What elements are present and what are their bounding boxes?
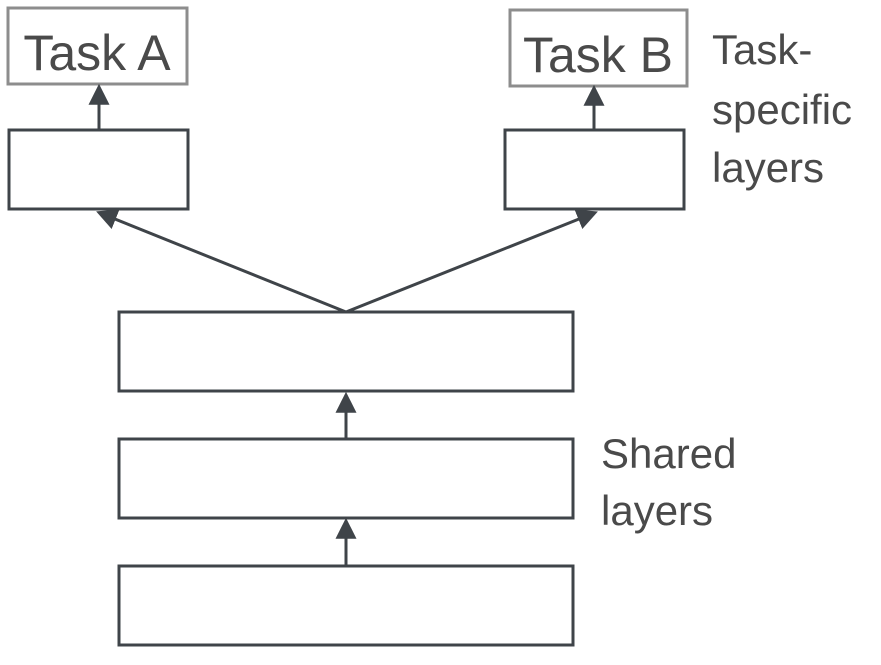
- task-specific-label-line2: specific: [712, 86, 852, 133]
- shared-layer-top-box: [117, 310, 575, 393]
- shared-layer-bottom-box: [117, 564, 575, 647]
- task-specific-label-line3: layers: [712, 144, 824, 191]
- shared-label-line2: layers: [601, 487, 713, 534]
- task-a-label: Task A: [23, 25, 171, 81]
- task-a-specific-layer-box: [7, 128, 190, 211]
- shared-label-line1: Shared: [601, 430, 736, 477]
- arrow-shared-to-task-b-layer: [345, 209, 598, 314]
- shared-layer-middle-box: [117, 437, 575, 520]
- arrow-shared-to-task-a-layer: [96, 209, 347, 314]
- task-a-box: [6, 6, 189, 86]
- task-b-label: Task B: [523, 27, 673, 83]
- task-b-box: [508, 8, 689, 88]
- task-specific-label-line1: Task-: [712, 26, 812, 73]
- task-b-specific-layer-box: [503, 128, 686, 211]
